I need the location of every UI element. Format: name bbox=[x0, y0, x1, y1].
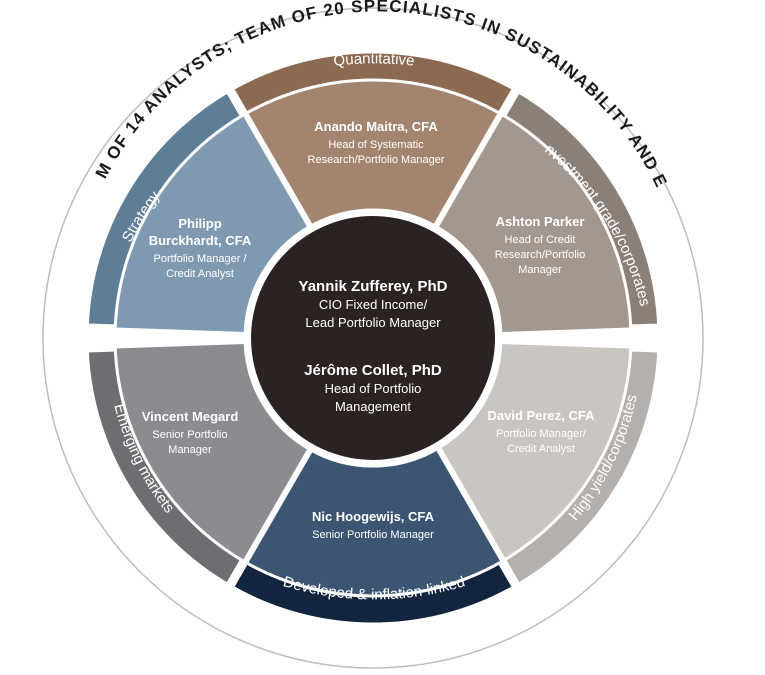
hy-person-role-1: Portfolio Manager/ bbox=[496, 428, 587, 440]
ig-person-role-3: Manager bbox=[518, 264, 562, 276]
segment-high-yield-inner bbox=[434, 340, 633, 564]
segment-investment-grade-inner bbox=[434, 112, 633, 336]
ig-person-role-1: Head of Credit bbox=[505, 234, 576, 246]
em-person-role-2: Manager bbox=[168, 444, 212, 456]
strategy-person-role-2: Credit Analyst bbox=[166, 268, 234, 280]
em-person-name: Vincent Megard bbox=[142, 409, 239, 424]
segment-strategy bbox=[79, 83, 314, 338]
center-person-2-role-1: Head of Portfolio bbox=[325, 381, 422, 396]
segment-high-yield bbox=[432, 338, 667, 593]
quantitative-person-role-1: Head of Systematic bbox=[328, 139, 424, 151]
segment-developed bbox=[224, 444, 522, 632]
hy-person-role-2: Credit Analyst bbox=[507, 443, 575, 455]
strategy-person-role-1: Portfolio Manager / bbox=[154, 253, 248, 265]
segment-emerging-markets bbox=[79, 338, 314, 593]
em-person-role-1: Senior Portfolio bbox=[152, 429, 227, 441]
center-person-1-name: Yannik Zufferey, PhD bbox=[299, 278, 448, 295]
dev-person-role-1: Senior Portfolio Manager bbox=[312, 529, 434, 541]
center-person-1-role-2: Lead Portfolio Manager bbox=[305, 315, 441, 330]
quantitative-person-role-2: Research/Portfolio Manager bbox=[308, 154, 445, 166]
strategy-person-name-2: Burckhardt, CFA bbox=[149, 233, 252, 248]
dev-person-name: Nic Hoogewijs, CFA bbox=[312, 509, 435, 524]
segment-developed-inner bbox=[241, 446, 505, 598]
ig-person-name: Ashton Parker bbox=[496, 214, 585, 229]
outer-ring bbox=[42, 7, 704, 669]
hy-person-name: David Perez, CFA bbox=[488, 408, 596, 423]
segment-quantitative-inner bbox=[241, 78, 505, 230]
segment-strategy-inner bbox=[113, 112, 312, 336]
quantitative-label: Quantitative bbox=[333, 50, 416, 70]
segment-emerging-markets-inner bbox=[113, 340, 312, 564]
center-person-2-name: Jérôme Collet, PhD bbox=[304, 362, 442, 379]
center-person-2-role-2: Management bbox=[335, 399, 411, 414]
strategy-person-name-1: Philipp bbox=[178, 216, 221, 231]
quantitative-person-name: Anando Maitra, CFA bbox=[314, 119, 438, 134]
center-person-1-role-1: CIO Fixed Income/ bbox=[319, 297, 428, 312]
segment-investment-grade bbox=[432, 83, 667, 338]
segment-quantitative bbox=[224, 44, 522, 232]
center-circle bbox=[247, 212, 499, 464]
ig-person-role-2: Research/Portfolio bbox=[495, 249, 586, 261]
